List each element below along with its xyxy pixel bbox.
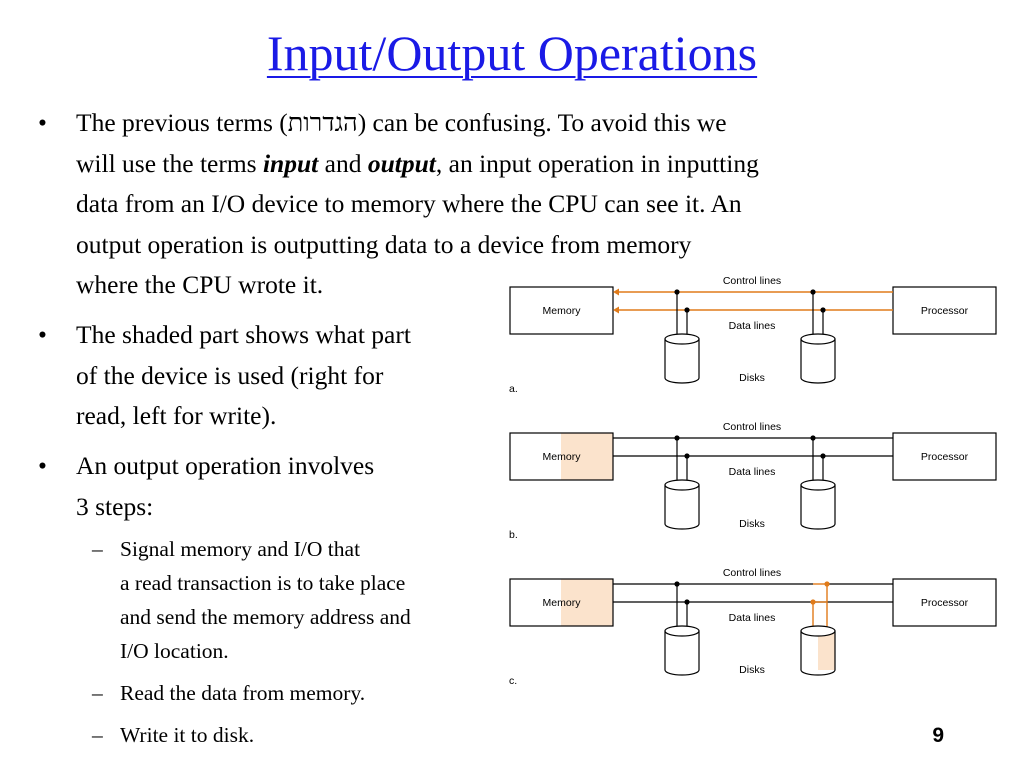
bullet-2-line-3: read, left for write).: [76, 401, 277, 430]
panel-label: b.: [509, 529, 518, 541]
disk-2: [800, 485, 836, 530]
disk-1-top: [664, 333, 700, 345]
memory-shade: [561, 579, 613, 626]
junction-dot: [684, 453, 690, 459]
junction-dot: [810, 435, 816, 441]
bullet-marker: •: [38, 108, 47, 137]
disk-1: [664, 485, 700, 530]
bullet-1-line-2: will use the terms input and output, an …: [76, 144, 759, 185]
panel-label: a.: [509, 383, 518, 395]
junction-dot: [674, 581, 680, 587]
step-1-line-3: and send the memory address and: [120, 605, 411, 629]
memory-box: [509, 286, 614, 335]
disk-2: [800, 631, 836, 676]
panel-label: c.: [509, 675, 517, 687]
term-output: output: [367, 148, 436, 178]
control-lines-label: Control lines: [723, 567, 781, 579]
junction-dot: [820, 453, 826, 459]
junction-dot: [674, 289, 680, 295]
text-run: and: [318, 148, 368, 178]
step-dash: –: [92, 681, 103, 705]
junction-dot: [684, 599, 690, 605]
disk-1: [664, 339, 700, 384]
disk-2-top: [800, 333, 836, 345]
step-dash: –: [92, 723, 103, 747]
control-lines-label: Control lines: [723, 421, 781, 433]
processor-label: Processor: [921, 597, 969, 609]
disk-shade: [818, 631, 835, 670]
bullet-1-line-3: data from an I/O device to memory where …: [76, 189, 742, 218]
junction-dot: [810, 289, 816, 295]
bullet-3-line-1: An output operation involves: [76, 451, 375, 480]
step-1-line-1: Signal memory and I/O that: [120, 537, 361, 561]
arrow-head: [613, 288, 619, 296]
bullet-2-line-1: The shaded part shows what part: [76, 320, 411, 349]
slide-title: Input/Output Operations: [266, 25, 758, 81]
memory-shade: [561, 433, 613, 480]
disks-label: Disks: [739, 372, 765, 384]
disks-label: Disks: [739, 518, 765, 530]
junction-dot-active: [810, 599, 816, 605]
junction-dot-active: [824, 581, 830, 587]
arrow-head: [613, 306, 619, 314]
bullet-marker: •: [38, 320, 47, 349]
disk-1: [664, 631, 700, 676]
disks-label: Disks: [739, 664, 765, 676]
disk-2-top: [800, 479, 836, 491]
control-lines-label: Control lines: [723, 275, 781, 287]
data-lines-label: Data lines: [729, 612, 776, 624]
step-3-line-1: Write it to disk.: [120, 723, 255, 747]
bullet-3-line-2: 3 steps:: [76, 491, 154, 521]
term-input: input: [262, 148, 319, 178]
step-1-line-2: a read transaction is to take place: [120, 571, 406, 595]
step-dash: –: [92, 537, 103, 561]
processor-label: Processor: [921, 451, 969, 463]
memory-label: Memory: [543, 305, 582, 317]
data-lines-label: Data lines: [729, 320, 776, 332]
text-run: , an input operation in inputting: [435, 148, 759, 178]
disk-2: [800, 339, 836, 384]
junction-dot: [820, 307, 826, 313]
data-lines-label: Data lines: [729, 466, 776, 478]
processor-label: Processor: [921, 305, 969, 317]
junction-dot: [674, 435, 680, 441]
bullet-1-line-1: The previous terms (הגדרות) can be confu…: [76, 108, 727, 137]
junction-dot: [684, 307, 690, 313]
bullet-2-line-2: of the device is used (right for: [76, 360, 384, 390]
bullet-1-line-5: where the CPU wrote it.: [76, 270, 324, 299]
bullet-1-line-4: output operation is outputting data to a…: [76, 229, 692, 259]
step-2-line-1: Read the data from memory.: [120, 681, 366, 705]
bullet-marker: •: [38, 451, 47, 480]
disk-1-top: [664, 479, 700, 491]
step-1-line-4: I/O location.: [120, 639, 229, 663]
page-number: 9: [932, 724, 944, 747]
text-run: will use the terms: [76, 148, 263, 178]
disk-2-top: [800, 625, 836, 637]
memory-label: Memory: [543, 451, 582, 463]
memory-label: Memory: [543, 597, 582, 609]
disk-1-top: [664, 625, 700, 637]
